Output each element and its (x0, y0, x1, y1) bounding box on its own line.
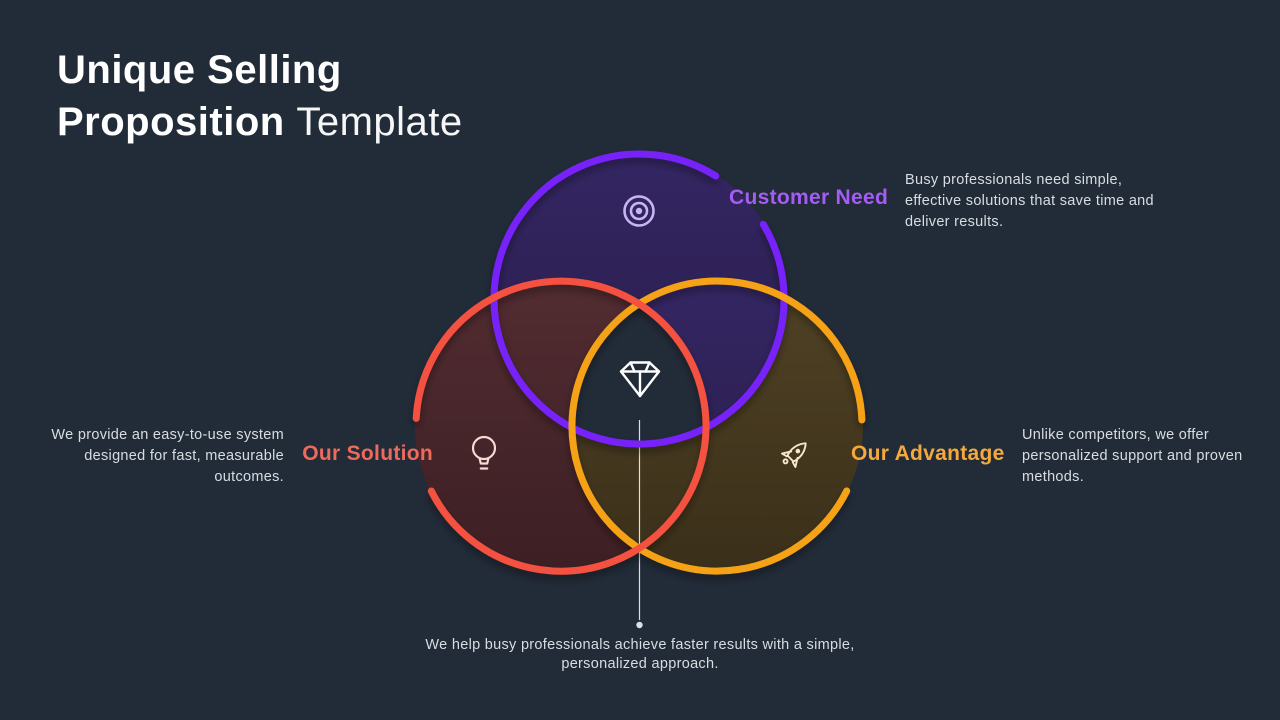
our-solution-description: We provide an easy-to-use system designe… (51, 427, 284, 485)
our-advantage-description: Unlike competitors, we offer personalize… (1022, 427, 1243, 485)
our-solution-label: Our Solution (302, 442, 433, 465)
title-line1: Unique Selling (57, 48, 342, 92)
caption-connector (636, 420, 643, 629)
rocket-icon (781, 442, 807, 468)
venn-fills (415, 153, 863, 572)
diamond-icon (619, 361, 661, 398)
title-line2-bold: Proposition (57, 100, 285, 144)
page-title: Unique Selling Proposition Template (57, 44, 463, 148)
customer-need-description: Busy professionals need simple, effectiv… (905, 172, 1154, 230)
venn-arcs (412, 150, 866, 575)
customer-need-arc (490, 150, 788, 448)
our-solution-arc (412, 277, 710, 575)
lightbulb-icon (471, 435, 497, 470)
target-icon (623, 195, 655, 227)
customer-need-label: Customer Need (729, 186, 889, 209)
our-advantage-label: Our Advantage (851, 442, 1005, 465)
our-advantage-arc (568, 277, 866, 575)
title-line2-light: Template (296, 100, 463, 144)
usp-caption: We help busy professionals achieve faste… (425, 637, 855, 672)
